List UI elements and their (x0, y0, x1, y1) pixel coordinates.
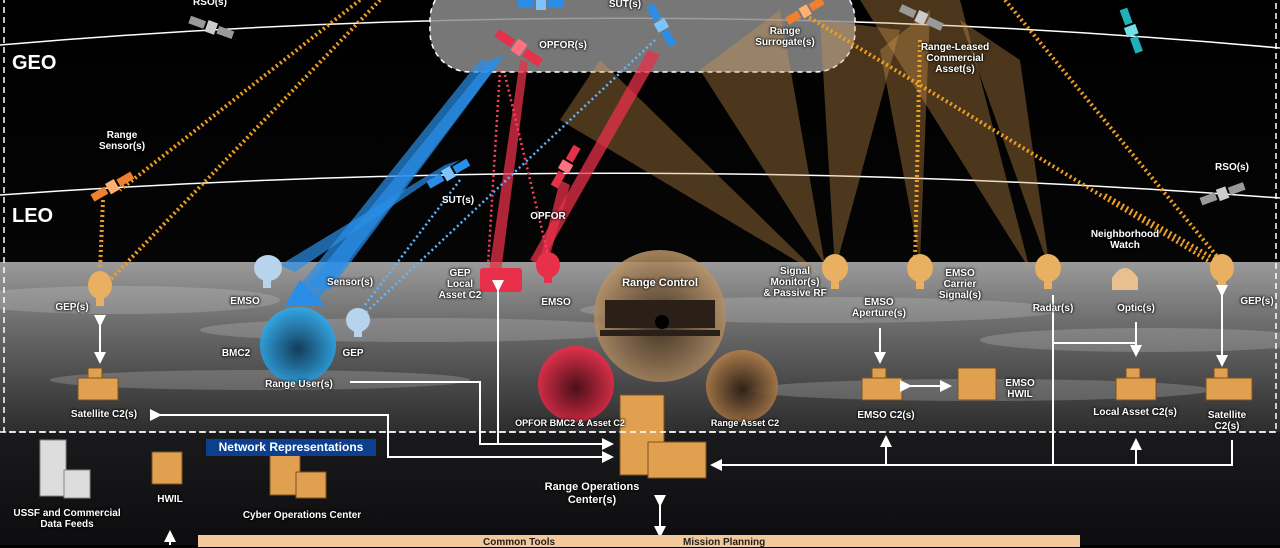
emso-left-dish-icon (254, 255, 282, 288)
leo-orbit-line (0, 172, 1280, 199)
geo-cluster-box (429, 0, 856, 73)
gep-local-c2-label: GEP Local Asset C2 (438, 268, 482, 301)
satellite-c2-left-building-icon (77, 367, 119, 401)
hwil-label: HWIL (157, 494, 183, 505)
connector-arrows (94, 280, 1233, 545)
range-asset-c2-dome (706, 350, 778, 422)
range-surrogate-satellite-icon (785, 0, 825, 25)
emso-carrier-dish-icon (907, 254, 933, 289)
local-asset-c2-building-icon (1115, 367, 1157, 401)
emso-mid-label: EMSO (541, 297, 571, 308)
range-operations-center-label: Range Operations Center(s) (544, 481, 640, 506)
emso-hwil-building-icon (957, 367, 997, 401)
opfor-geo-label: OPFOR(s) (539, 40, 587, 51)
common-tools-label: Common Tools (483, 537, 556, 548)
sut-geo-label: SUT(s) (608, 0, 642, 10)
emso-c2-label: EMSO C2(s) (857, 410, 915, 421)
range-user-label: Range User(s) (265, 379, 333, 390)
opfor-satellite-leo-icon (550, 144, 581, 189)
satellite-c2-left-label: Satellite C2(s) (70, 409, 138, 420)
cyan-satellite-icon (1119, 7, 1143, 54)
gep-left-dish-icon (88, 271, 112, 306)
ussf-data-building-icon (39, 439, 91, 499)
emso-carrier-label: EMSO Carrier Signal(s) (938, 268, 982, 301)
sut-leo-label: SUT(s) (441, 195, 475, 206)
sensor-ramp-icon (285, 280, 325, 305)
sensor-label: Sensor(s) (326, 277, 374, 288)
gep-mid-dish-icon (346, 308, 370, 337)
gep-right-label: GEP(s) (1240, 296, 1274, 307)
roc-building-icon (619, 394, 707, 479)
blue-dotted-links (359, 39, 656, 319)
opfor-bmc2-dome (538, 346, 614, 422)
network-representations-badge: Network Representations (206, 439, 376, 456)
cyber-ops-center-label: Cyber Operations Center (242, 510, 362, 521)
opfor-bmc2-label: OPFOR BMC2 & Asset C2 (515, 418, 625, 428)
red-beams (488, 50, 660, 280)
emso-left-label: EMSO (230, 296, 260, 307)
range-asset-c2-label: Range Asset C2 (710, 418, 780, 428)
range-leased-satellite-icon (898, 4, 944, 31)
radar-label: Radar(s) (1032, 303, 1074, 314)
satellite-c2-right-label: Satellite C2(s) (1207, 410, 1247, 432)
neighborhood-watch-label: Neighborhood Watch (1090, 229, 1160, 251)
range-leased-label: Range-Leased Commercial Asset(s) (920, 42, 990, 75)
emso-mid-dish-icon (536, 252, 560, 283)
emso-c2-building-icon (861, 367, 903, 401)
sut-satellite-geo-icon (646, 3, 677, 48)
range-control-label: Range Control (622, 277, 698, 289)
red-dotted-links (486, 69, 550, 266)
local-asset-c2-label: Local Asset C2(s) (1093, 407, 1177, 418)
signal-monitor-label: Signal Monitor(s) & Passive RF (763, 266, 827, 299)
leo-orbit-label: LEO (12, 205, 54, 227)
bmc2-label: BMC2 (221, 348, 251, 359)
sut-satellite-leo-icon (426, 158, 471, 189)
local-asset-c2-red-icon (480, 268, 522, 292)
orange-dotted-links (98, 0, 1222, 282)
satellite-c2-right-building-icon (1205, 367, 1253, 401)
opfor-leo-label: OPFOR (530, 211, 566, 222)
emso-right-sig-dish-icon (822, 254, 848, 289)
range-sensor-label: Range Sensor(s) (98, 130, 146, 152)
hwil-building-icon (151, 451, 183, 485)
rso-top-label: RSO(s) (193, 0, 227, 8)
radar-dish-icon (1035, 254, 1061, 289)
gep-mid-label: GEP (342, 348, 364, 359)
gep-left-label: GEP(s) (55, 302, 89, 313)
emso-aperture-label: EMSO Aperture(s) (852, 297, 906, 319)
rso-satellite-leo-icon (1199, 182, 1246, 206)
blue-beams (280, 55, 505, 298)
range-user-dome (260, 307, 336, 383)
optic-label: Optic(s) (1117, 303, 1155, 314)
range-control-consoles (600, 300, 720, 336)
rso-leo-label: RSO(s) (1215, 162, 1249, 173)
ussf-data-feeds-label: USSF and Commercial Data Feeds (13, 508, 121, 530)
optic-observatory-icon (1112, 268, 1138, 290)
sut-satellite-geo2-icon (518, 0, 564, 10)
opfor-satellite-geo-icon (494, 28, 543, 67)
rso-satellite-top-icon (188, 15, 235, 40)
range-surrogate-label: Range Surrogate(s) (755, 26, 815, 48)
range-sensor-satellite-icon (90, 171, 135, 202)
mission-planning-label: Mission Planning (683, 537, 766, 548)
geo-orbit-label: GEO (12, 52, 57, 74)
bottom-tools-bar: Common Tools Mission Planning (198, 535, 1080, 548)
emso-hwil-label: EMSO HWIL (1005, 378, 1035, 400)
